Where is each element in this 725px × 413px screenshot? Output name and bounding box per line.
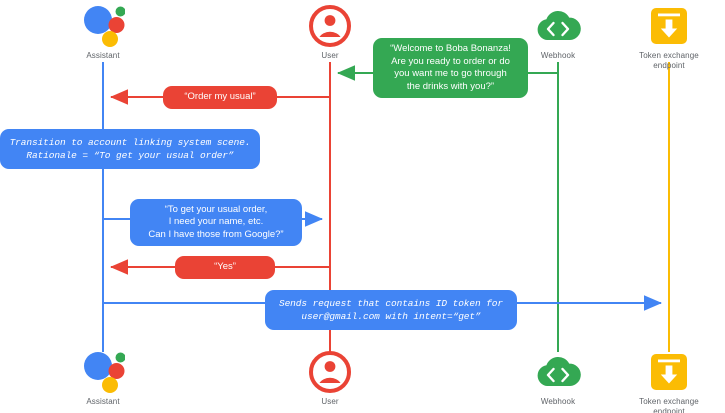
google-assistant-icon — [43, 4, 163, 48]
actor-user-bottom[interactable]: User — [270, 350, 390, 407]
actor-endpoint-bottom[interactable]: Token exchange endpoint — [609, 350, 725, 413]
user-avatar-icon — [270, 4, 390, 48]
actor-label-webhook: Webhook — [540, 51, 576, 60]
download-box-icon — [609, 4, 725, 48]
actor-label-assistant: Assistant — [86, 51, 120, 60]
actor-label-user: User — [321, 397, 339, 406]
actor-assistant-top[interactable]: Assistant — [43, 4, 163, 61]
actor-webhook-bottom[interactable]: Webhook — [498, 350, 618, 407]
actor-webhook-top[interactable]: Webhook — [498, 4, 618, 61]
message-bubble-order-my-usual[interactable]: “Order my usual” — [163, 86, 277, 109]
actor-assistant-bottom[interactable]: Assistant — [43, 350, 163, 407]
actor-endpoint-top[interactable]: Token exchange endpoint — [609, 4, 725, 71]
google-assistant-icon — [43, 350, 163, 394]
download-box-icon — [609, 350, 725, 394]
actor-label-webhook: Webhook — [540, 397, 576, 406]
cloud-code-icon — [498, 350, 618, 394]
message-bubble-yes[interactable]: “Yes” — [175, 256, 275, 279]
message-bubble-need-your-name[interactable]: “To get your usual order, I need your na… — [130, 199, 302, 246]
actor-label-user: User — [321, 51, 339, 60]
message-bubble-welcome[interactable]: “Welcome to Boba Bonanza! Are you ready … — [373, 38, 528, 98]
cloud-code-icon — [498, 4, 618, 48]
actor-label-endpoint: Token exchange endpoint — [639, 397, 699, 413]
user-avatar-icon — [270, 350, 390, 394]
actor-user-top[interactable]: User — [270, 4, 390, 61]
actor-label-endpoint: Token exchange endpoint — [639, 51, 699, 70]
actor-label-assistant: Assistant — [86, 397, 120, 406]
message-bubble-sends-request[interactable]: Sends request that contains ID token for… — [265, 290, 517, 330]
message-bubble-transition-note[interactable]: Transition to account linking system sce… — [0, 129, 260, 169]
